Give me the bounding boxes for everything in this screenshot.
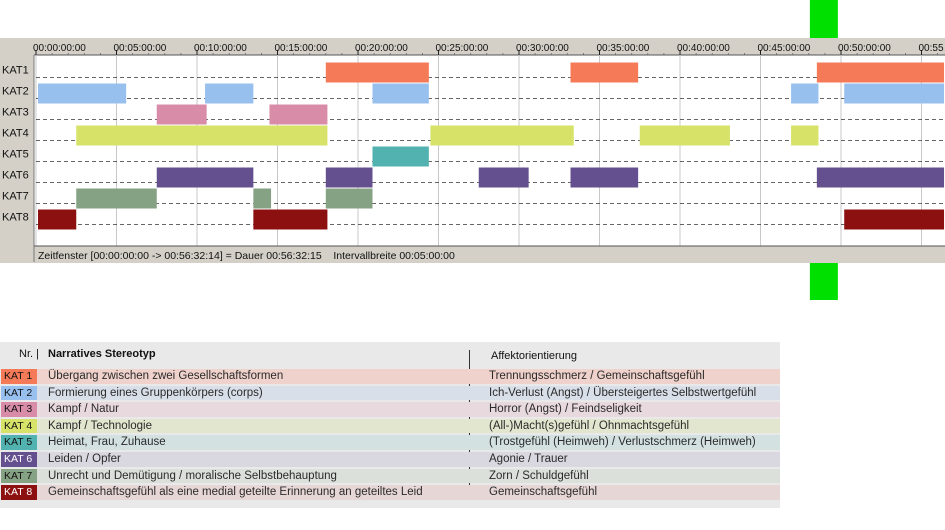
legend-stereotype: Kampf / Natur xyxy=(48,403,119,416)
segment-kat6-15 xyxy=(156,167,254,188)
segment-kat7-22 xyxy=(325,188,373,209)
legend-row-band xyxy=(36,451,780,467)
segment-kat7-21 xyxy=(253,188,272,209)
segment-kat2-3 xyxy=(38,83,127,104)
legend-row: KAT 8 Gemeinschaftsgefühl als eine medial… xyxy=(0,484,780,501)
category-label-kat1: KAT1 xyxy=(2,65,29,77)
legend-affekt: (Trostgefühl (Heimweh) / Verlustschmerz … xyxy=(489,436,756,449)
legend-row: KAT 1 Übergang zwischen zwei Gesellschaft… xyxy=(0,368,780,385)
segment-kat2-5 xyxy=(372,83,429,104)
legend-stereotype: Kampf / Technologie xyxy=(48,419,152,432)
segment-kat4-11 xyxy=(430,125,574,146)
legend-badge: KAT 7 xyxy=(1,468,37,484)
segment-kat3-8 xyxy=(156,104,207,125)
segment-kat6-17 xyxy=(478,167,529,188)
legend-row: KAT 3 Kampf / Natur Horror (Angst) / Feind… xyxy=(0,401,780,418)
legend-stereotype: Gemeinschaftsgefühl als eine medial gete… xyxy=(48,486,423,499)
category-label-kat2: KAT2 xyxy=(2,86,29,98)
segment-kat4-13 xyxy=(791,125,819,146)
segment-kat6-18 xyxy=(570,167,639,188)
legend-affekt: Trennungsschmerz / Gemeinschaftsgefühl xyxy=(489,370,705,382)
category-label-kat6: KAT6 xyxy=(2,170,29,182)
segment-kat4-12 xyxy=(639,125,730,146)
category-label-kat3: KAT3 xyxy=(2,107,29,119)
category-legend: Nr. | Narratives Stereotyp Affektorienti… xyxy=(0,342,780,508)
legend-affekt: Ich-Verlust (Angst) / Übersteigertes Sel… xyxy=(489,386,757,399)
legend-header-stereotype: Narratives Stereotyp xyxy=(48,348,156,360)
tick-label-11: 00:55 xyxy=(919,43,944,54)
segment-kat3-9 xyxy=(269,104,328,125)
legend-header: Nr. | Narratives Stereotyp Affektorienti… xyxy=(0,342,780,368)
legend-badge: KAT 1 xyxy=(1,369,37,384)
segment-kat2-4 xyxy=(205,83,254,104)
legend-rows: KAT 1 Übergang zwischen zwei Gesellschaft… xyxy=(0,368,780,501)
segment-kat8-24 xyxy=(253,209,328,230)
tick-label-7: 00:35:00:00 xyxy=(597,43,650,54)
tick-label-9: 00:45:00:00 xyxy=(758,43,811,54)
tick-label-2: 00:10:00:00 xyxy=(194,43,247,54)
status-text: Zeitfenster [00:00:00:00 -> 00:56:32:14]… xyxy=(38,250,455,262)
timeline-chart: 00:00:00:00 00:05:00:00 00:10:00:00 00:15:0… xyxy=(0,0,945,300)
legend-row: KAT 6 Leiden / Opfer Agonie / Trauer xyxy=(0,451,780,468)
legend-row: KAT 7 Unrecht und Demütigung / moralische… xyxy=(0,468,780,485)
category-label-kat8: KAT8 xyxy=(2,212,29,224)
legend-stereotype: Heimat, Frau, Zuhause xyxy=(48,436,166,449)
legend-affekt: Horror (Angst) / Feindseligkeit xyxy=(489,403,642,416)
legend-header-nr: Nr. | xyxy=(19,348,39,360)
legend-affekt: Agonie / Trauer xyxy=(489,452,568,465)
tick-label-8: 00:40:00:00 xyxy=(677,43,730,54)
segment-kat2-7 xyxy=(844,83,945,104)
tick-label-10: 00:50:00:00 xyxy=(838,43,891,54)
legend-row-band xyxy=(36,369,780,384)
legend-stereotype: Formierung eines Gruppenkörpers (corps) xyxy=(48,386,263,399)
legend-affekt: Gemeinschaftsgefühl xyxy=(489,486,598,499)
segment-kat6-16 xyxy=(325,167,373,188)
legend-badge: KAT 8 xyxy=(1,485,37,500)
segment-kat1-0 xyxy=(325,62,429,83)
category-label-kat4: KAT4 xyxy=(2,128,29,140)
legend-badge: KAT 5 xyxy=(1,435,37,450)
legend-stereotype: Übergang zwischen zwei Gesellschaftsform… xyxy=(48,370,284,382)
tick-label-1: 00:05:00:00 xyxy=(114,43,167,54)
legend-row-band xyxy=(36,468,780,484)
tick-label-6: 00:30:00:00 xyxy=(516,43,569,54)
legend-row: KAT 5 Heimat, Frau, Zuhause (Trostgefühl (… xyxy=(0,434,780,451)
legend-row-band xyxy=(36,435,780,450)
legend-row-band xyxy=(36,418,780,434)
segment-kat8-25 xyxy=(844,209,945,230)
legend-row-band xyxy=(36,402,780,417)
category-label-kat5: KAT5 xyxy=(2,149,29,161)
legend-row: KAT 2 Formierung eines Gruppenkörpers (co… xyxy=(0,385,780,402)
segment-kat8-23 xyxy=(38,209,77,230)
segment-kat7-20 xyxy=(76,188,157,209)
tick-label-0: 00:00:00:00 xyxy=(33,43,86,54)
segment-kat1-2 xyxy=(816,62,945,83)
tick-label-5: 00:25:00:00 xyxy=(436,43,489,54)
legend-stereotype: Unrecht und Demütigung / moralische Selb… xyxy=(48,469,337,482)
segment-kat1-1 xyxy=(570,62,639,83)
category-label-kat7: KAT7 xyxy=(2,191,29,203)
legend-badge: KAT 3 xyxy=(1,402,37,417)
legend-row-band xyxy=(36,385,780,401)
segment-kat6-19 xyxy=(816,167,945,188)
legend-badge: KAT 4 xyxy=(1,418,37,434)
segment-kat4-10 xyxy=(76,125,328,146)
segment-kat5-14 xyxy=(372,146,429,167)
legend-row-band xyxy=(36,485,780,500)
legend-affekt: (All-)Macht(s)gefühl / Ohnmachtsgefühl xyxy=(489,419,690,432)
legend-badge: KAT 2 xyxy=(1,385,37,401)
tick-label-4: 00:20:00:00 xyxy=(355,43,408,54)
segment-kat2-6 xyxy=(791,83,819,104)
legend-stereotype: Leiden / Opfer xyxy=(48,452,121,465)
playhead-marker-top xyxy=(809,0,838,38)
playhead-marker-bottom xyxy=(809,263,838,300)
legend-affekt: Zorn / Schuldgefühl xyxy=(489,469,589,482)
legend-row: KAT 4 Kampf / Technologie (All-)Macht(s)ge… xyxy=(0,418,780,435)
tick-label-3: 00:15:00:00 xyxy=(275,43,328,54)
legend-header-affekt: Affektorientierung xyxy=(491,350,578,362)
legend-badge: KAT 6 xyxy=(1,451,37,467)
